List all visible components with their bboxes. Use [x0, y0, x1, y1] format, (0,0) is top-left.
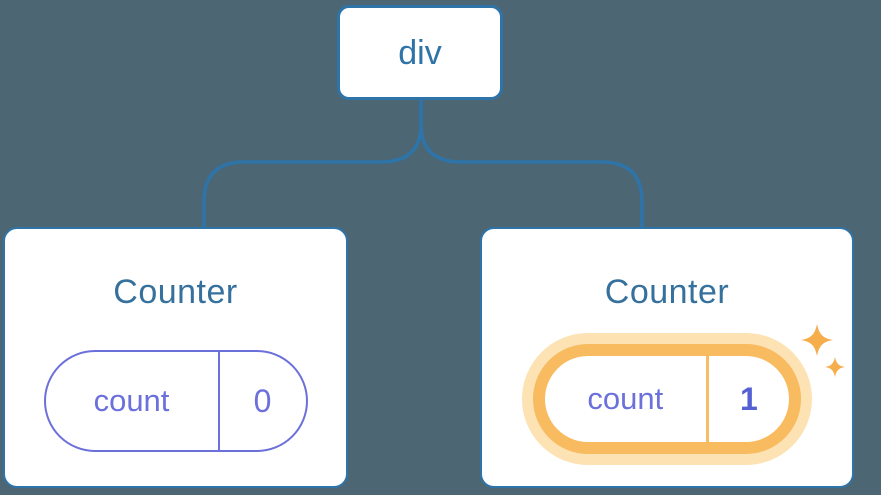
state-value: 1	[739, 380, 758, 417]
state-value: 0	[253, 382, 272, 419]
root-node: div	[337, 5, 503, 100]
sparkle-small	[825, 357, 845, 377]
pill-divider	[217, 352, 220, 451]
state-key-label: count	[93, 383, 170, 419]
state-pill-left: count 0	[43, 350, 308, 453]
counter-card-right: Counter count 1	[480, 227, 854, 488]
state-pill-right-highlighted: count 1	[533, 344, 801, 455]
sparkles-icon	[801, 324, 845, 377]
connector-left-branch	[202, 100, 423, 227]
state-key-label: count	[587, 381, 664, 417]
counter-card-left-title: Counter	[113, 273, 238, 311]
connector-right-branch	[419, 100, 644, 227]
root-node-label: div	[398, 33, 442, 72]
counter-card-left: Counter count 0	[3, 227, 348, 488]
sparkle-large	[801, 324, 833, 356]
counter-card-right-title: Counter	[604, 273, 730, 311]
pill-divider	[705, 356, 709, 443]
